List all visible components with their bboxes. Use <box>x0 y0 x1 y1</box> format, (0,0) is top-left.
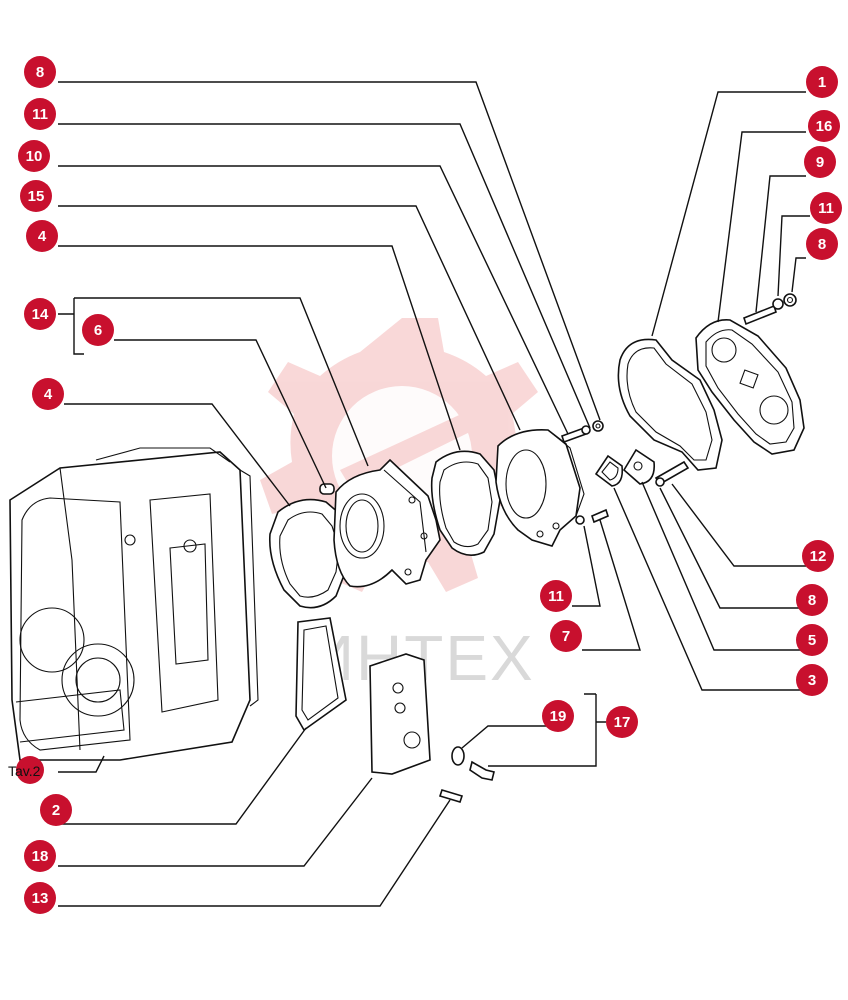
bolt-small <box>591 508 609 524</box>
inspection-cover <box>369 653 431 775</box>
callout-8-right-bottom: 8 <box>796 584 828 616</box>
cover-housing <box>495 429 585 547</box>
svg-text:18: 18 <box>32 848 49 865</box>
callout-4-lower: 4 <box>32 378 64 410</box>
callout-17: 17 <box>606 706 638 738</box>
callout-3: 3 <box>796 664 828 696</box>
callout-5: 5 <box>796 624 828 656</box>
svg-text:14: 14 <box>32 306 49 323</box>
triangle-gasket <box>594 454 624 487</box>
callout-11-top-left: 11 <box>24 98 56 130</box>
svg-text:12: 12 <box>810 548 827 565</box>
svg-text:8: 8 <box>808 592 816 609</box>
callout-19: 19 <box>542 700 574 732</box>
screw <box>438 789 464 803</box>
svg-text:15: 15 <box>28 188 45 205</box>
svg-text:Tav.2: Tav.2 <box>8 763 41 779</box>
callout-9: 9 <box>804 146 836 178</box>
callout-12: 12 <box>802 540 834 572</box>
callout-7: 7 <box>550 620 582 652</box>
svg-text:2: 2 <box>52 802 60 819</box>
stud-right <box>743 304 777 326</box>
svg-text:5: 5 <box>808 632 816 649</box>
gasket-left <box>268 498 348 609</box>
svg-text:9: 9 <box>816 154 824 171</box>
nut-right <box>783 293 797 307</box>
callout-2: 2 <box>40 794 72 826</box>
bearing-flange-housing <box>333 458 441 588</box>
svg-text:10: 10 <box>26 148 43 165</box>
callout-15: 15 <box>20 180 52 212</box>
svg-text:6: 6 <box>94 322 102 339</box>
sealing-washer <box>451 746 465 766</box>
callout-1: 1 <box>806 66 838 98</box>
callout-4-upper: 4 <box>26 220 58 252</box>
stud-cover <box>654 460 690 487</box>
svg-text:8: 8 <box>818 236 826 253</box>
nut-upper <box>592 420 604 432</box>
callout-10: 10 <box>18 140 50 172</box>
gearbox-housing <box>9 447 259 761</box>
svg-text:13: 13 <box>32 890 49 907</box>
svg-text:8: 8 <box>36 64 44 81</box>
callout-18: 18 <box>24 840 56 872</box>
svg-text:3: 3 <box>808 672 816 689</box>
callout-14: 14 <box>24 298 56 330</box>
washer-lower <box>575 515 585 525</box>
svg-text:1: 1 <box>818 74 826 91</box>
rear-cover <box>695 319 805 455</box>
svg-text:11: 11 <box>818 200 834 217</box>
svg-text:11: 11 <box>548 588 564 605</box>
svg-text:16: 16 <box>816 118 833 135</box>
gasket-middle <box>430 450 501 556</box>
svg-text:17: 17 <box>614 714 631 731</box>
svg-text:19: 19 <box>550 708 567 725</box>
reference-label: Tav.2 <box>8 756 44 784</box>
svg-text:11: 11 <box>32 106 48 123</box>
washer-right <box>772 298 784 310</box>
callout-11-right: 11 <box>810 192 842 224</box>
svg-text:4: 4 <box>38 228 47 245</box>
callout-13: 13 <box>24 882 56 914</box>
callout-11-middle: 11 <box>540 580 572 612</box>
triangle-cover <box>622 448 656 485</box>
drain-plug <box>469 760 495 781</box>
svg-text:4: 4 <box>44 386 53 403</box>
callout-16: 16 <box>808 110 840 142</box>
leader-lines <box>58 81 810 907</box>
svg-text:7: 7 <box>562 628 570 645</box>
callout-8-top-left: 8 <box>24 56 56 88</box>
callout-6: 6 <box>82 314 114 346</box>
dowel-pin <box>319 483 335 495</box>
rect-gasket <box>295 617 347 732</box>
washer-upper <box>581 425 591 435</box>
large-gasket <box>617 338 723 471</box>
callout-8-right-top: 8 <box>806 228 838 260</box>
